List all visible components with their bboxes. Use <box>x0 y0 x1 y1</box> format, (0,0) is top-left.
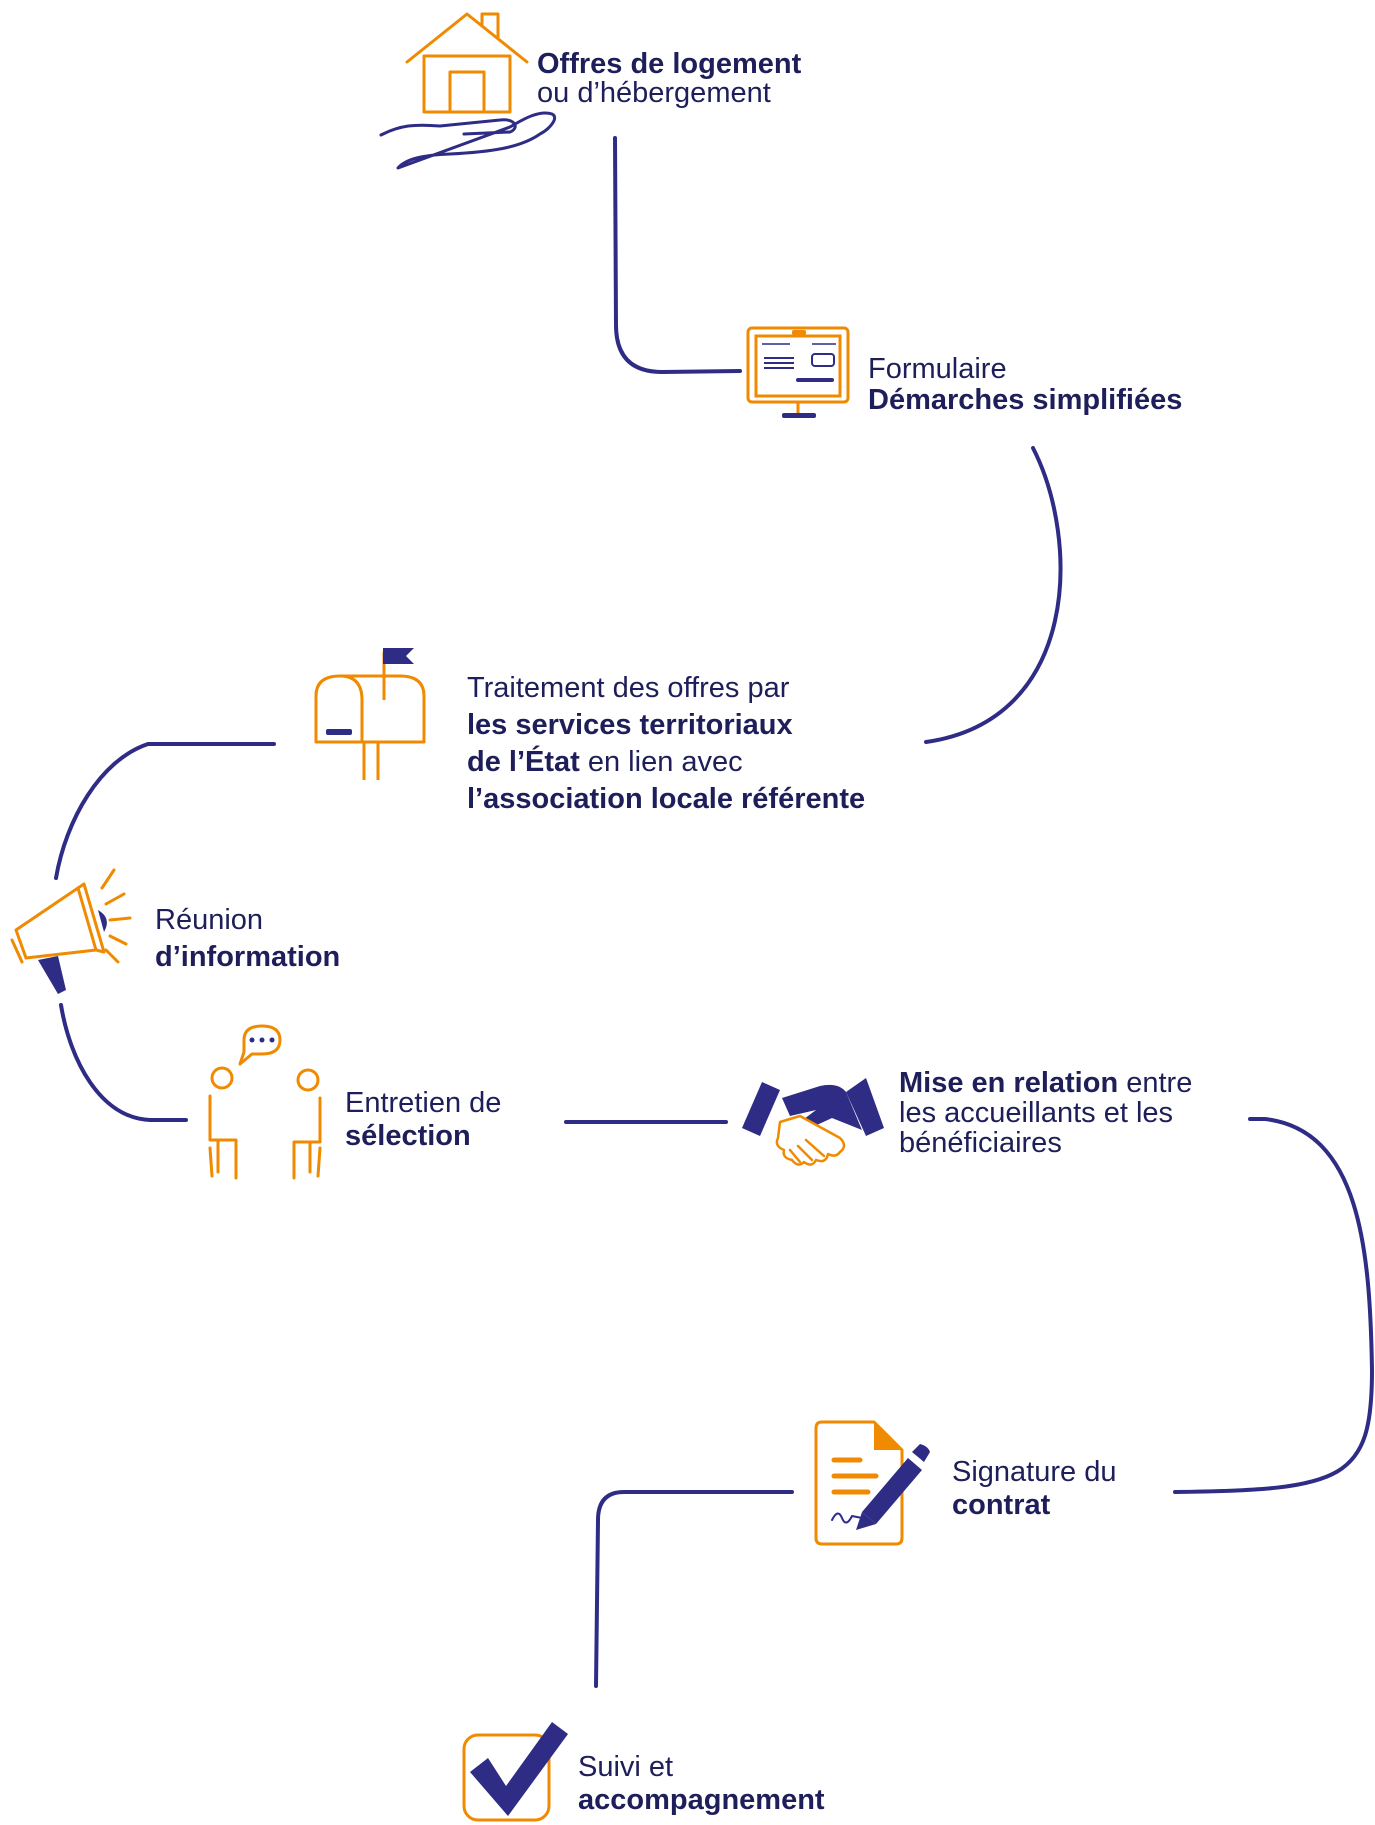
mailbox-icon <box>314 648 426 780</box>
step-4-subtitle: d’information <box>155 941 341 973</box>
interview-people-icon <box>208 1024 322 1180</box>
step-8-subtitle: accompagnement <box>578 1784 825 1816</box>
step-7-title: Signature du <box>952 1456 1117 1488</box>
step-6-line1: entre <box>1118 1067 1193 1099</box>
step-5-subtitle: sélection <box>345 1120 471 1152</box>
step-4-title: Réunion <box>155 904 264 936</box>
step-traitement-offres: Traitement des offres par les services t… <box>467 670 865 818</box>
step-suivi-accompagnement: Suivi et accompagnement <box>578 1751 825 1817</box>
step-6-line1-bold: Mise en relation <box>899 1067 1119 1099</box>
step-5-title: Entretien de <box>345 1087 502 1119</box>
step-6-line3: bénéficiaires <box>899 1127 1062 1159</box>
step-6-line2: les accueillants et les <box>899 1097 1174 1129</box>
step-3-line3: en lien avec <box>579 746 743 778</box>
connector-7 <box>594 1490 794 1688</box>
step-3-line4: l’association locale référente <box>467 783 866 815</box>
step-3-line2: les services territoriaux <box>467 709 793 741</box>
contract-signature-icon <box>814 1420 930 1546</box>
step-3-line1: Traitement des offres par <box>467 672 790 704</box>
step-1-subtitle: ou d’hébergement <box>537 77 771 109</box>
step-2-subtitle: Démarches simplifiées <box>868 384 1183 416</box>
house-in-hand-icon <box>379 12 557 170</box>
step-8-title: Suivi et <box>578 1751 674 1783</box>
step-mise-en-relation: Mise en relation entre les accueillants … <box>899 1068 1192 1158</box>
monitor-form-icon <box>746 326 850 418</box>
connector-2 <box>924 446 1063 744</box>
connector-4 <box>59 1003 188 1122</box>
connector-1 <box>613 136 742 375</box>
megaphone-icon <box>10 868 132 994</box>
step-signature-contrat: Signature du contrat <box>952 1456 1116 1522</box>
step-1-title: Offres de logement <box>537 48 802 80</box>
connector-3 <box>54 742 276 880</box>
step-offres-logement: Offres de logement ou d’hébergement <box>537 48 801 110</box>
step-reunion-information: Réunion d’information <box>155 902 340 976</box>
step-2-title: Formulaire <box>868 353 1007 385</box>
connector-lines <box>54 136 1375 1688</box>
step-3-line3-bold: de l’État <box>467 746 580 778</box>
step-entretien-selection: Entretien de sélection <box>345 1087 501 1153</box>
handshake-icon <box>742 1078 884 1166</box>
step-formulaire: Formulaire Démarches simplifiées <box>868 353 1182 417</box>
step-7-subtitle: contrat <box>952 1489 1051 1521</box>
connector-6 <box>1173 1117 1375 1494</box>
checkbox-icon <box>462 1722 568 1822</box>
